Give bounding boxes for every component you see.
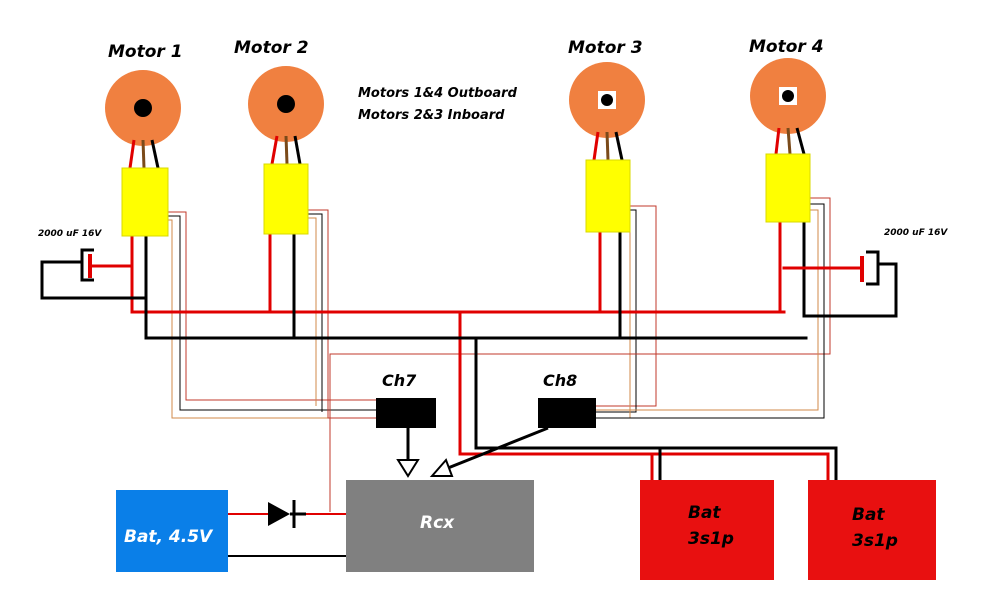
motor-4-label: Motor 4 xyxy=(749,37,824,57)
motor-4-shaft xyxy=(782,90,794,102)
capacitor-2-label: 2000 uF 16V xyxy=(884,228,948,238)
ch8-label: Ch8 xyxy=(543,371,577,390)
battery-4-5v-label: Bat, 4.5V xyxy=(124,527,214,547)
motor-3-shaft xyxy=(601,94,613,106)
motor-1-shaft xyxy=(134,99,152,117)
battery-3s1p-b-label-line1: Bat xyxy=(852,505,885,525)
esc-2 xyxy=(263,163,309,235)
rcx-box xyxy=(346,480,534,572)
battery-3s1p-a: Bat 3s1p xyxy=(640,480,774,580)
diode-icon xyxy=(268,500,306,528)
ch7-label: Ch7 xyxy=(382,371,417,390)
note-inboard: Motors 2&3 Inboard xyxy=(358,108,505,123)
battery-3s1p-b-label-line2: 3s1p xyxy=(852,531,898,551)
rcx-unit: Rcx xyxy=(346,480,534,572)
ch8-arrow-icon xyxy=(429,458,454,477)
signal-wires xyxy=(168,197,831,512)
capacitor-2: 2000 uF 16V xyxy=(860,228,948,286)
rcx-label: Rcx xyxy=(420,513,455,533)
battery-4-5v: Bat, 4.5V xyxy=(116,490,228,572)
motor-3-label: Motor 3 xyxy=(568,38,643,58)
battery-3s1p-a-label-line1: Bat xyxy=(688,503,721,523)
motor-4: Motor 4 xyxy=(749,37,826,223)
battery-3s1p-a-box xyxy=(640,480,774,580)
motor-2-label: Motor 2 xyxy=(234,38,309,58)
esc-4 xyxy=(765,153,811,223)
note-outboard: Motors 1&4 Outboard xyxy=(358,86,518,101)
ch7-plug xyxy=(376,398,436,428)
ch7-connector: Ch7 xyxy=(376,371,436,478)
capacitor-1-label: 2000 uF 16V xyxy=(38,229,102,239)
battery-3s1p-a-label-line2: 3s1p xyxy=(688,529,734,549)
motor-3: Motor 3 xyxy=(568,38,645,233)
power-wires xyxy=(40,220,898,557)
esc-3 xyxy=(585,159,631,233)
battery-3s1p-b-box xyxy=(808,480,936,580)
capacitor-1: 2000 uF 16V xyxy=(38,229,102,282)
ch8-plug xyxy=(538,398,596,428)
ch7-arrow-icon xyxy=(396,459,420,478)
motor-1: Motor 1 xyxy=(105,42,183,237)
motor-1-label: Motor 1 xyxy=(108,42,183,62)
battery-3s1p-b: Bat 3s1p xyxy=(808,480,936,580)
battery-4-5v-box xyxy=(116,490,228,572)
esc-1 xyxy=(121,167,169,237)
ch8-connector: Ch8 xyxy=(429,371,596,477)
motor-2-shaft xyxy=(277,95,295,113)
motor-2: Motor 2 xyxy=(234,38,324,235)
